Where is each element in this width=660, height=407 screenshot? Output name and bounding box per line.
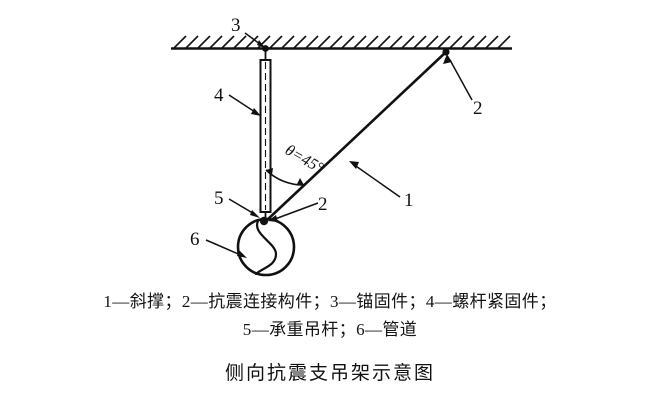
callout-5-label: 5 [214, 188, 224, 209]
legend-line-1: 1—斜撑；2—抗震连接构件；3—锚固件；4—螺杆紧固件； [103, 292, 557, 311]
callout-2-bottom-arrowhead [268, 215, 278, 222]
callout-3-arrowhead [257, 40, 266, 49]
angle-label: θ=45° [282, 142, 327, 178]
callout-2-top-arrowhead [443, 54, 452, 64]
callout-4-arrowhead [251, 108, 261, 116]
callout-1-label: 1 [404, 190, 414, 211]
callout-5-arrowhead [250, 210, 260, 218]
callout-1-leader [352, 163, 401, 198]
ceiling-hatching [173, 35, 511, 49]
callout-2-top: 2 [443, 54, 483, 119]
callout-4-label: 4 [214, 85, 224, 106]
angle-arc [265, 169, 305, 186]
clamp-connection-node [259, 216, 269, 226]
legend-block: 1—斜撑；2—抗震连接构件；3—锚固件；4—螺杆紧固件； 5—承重吊杆；6—管道 [0, 288, 660, 344]
threaded-hanger-rod [259, 48, 272, 220]
callout-6: 6 [190, 229, 247, 258]
callout-6-label: 6 [190, 229, 200, 250]
callout-6-arrowhead [237, 250, 247, 258]
ceiling-slab [171, 35, 512, 50]
callout-2-bottom-leader [274, 202, 319, 220]
angle-arrowhead-left [266, 168, 273, 175]
callout-3: 3 [231, 15, 266, 49]
pipe-assembly [236, 216, 296, 277]
callout-1-arrowhead [349, 161, 359, 169]
callout-6-leader [205, 239, 244, 257]
callout-5: 5 [214, 188, 260, 218]
callout-3-label: 3 [231, 15, 241, 36]
callout-2-bottom: 2 [268, 194, 328, 222]
brace-upper-anchor-node [442, 48, 450, 56]
callout-2-top-leader [449, 59, 473, 101]
figure-title: 侧向抗震支吊架示意图 [224, 363, 435, 384]
angle-arc-group: θ=45° [265, 142, 327, 186]
callout-2-top-label: 2 [473, 98, 483, 119]
pipe-clamp-band [254, 219, 278, 276]
callout-2-bottom-label: 2 [318, 194, 328, 215]
diagonal-brace [265, 51, 447, 222]
legend-line-2: 5—承重吊杆；6—管道 [242, 320, 418, 339]
callout-1: 1 [349, 161, 414, 211]
angle-arrowhead-right [297, 178, 304, 185]
callout-4: 4 [214, 85, 261, 116]
